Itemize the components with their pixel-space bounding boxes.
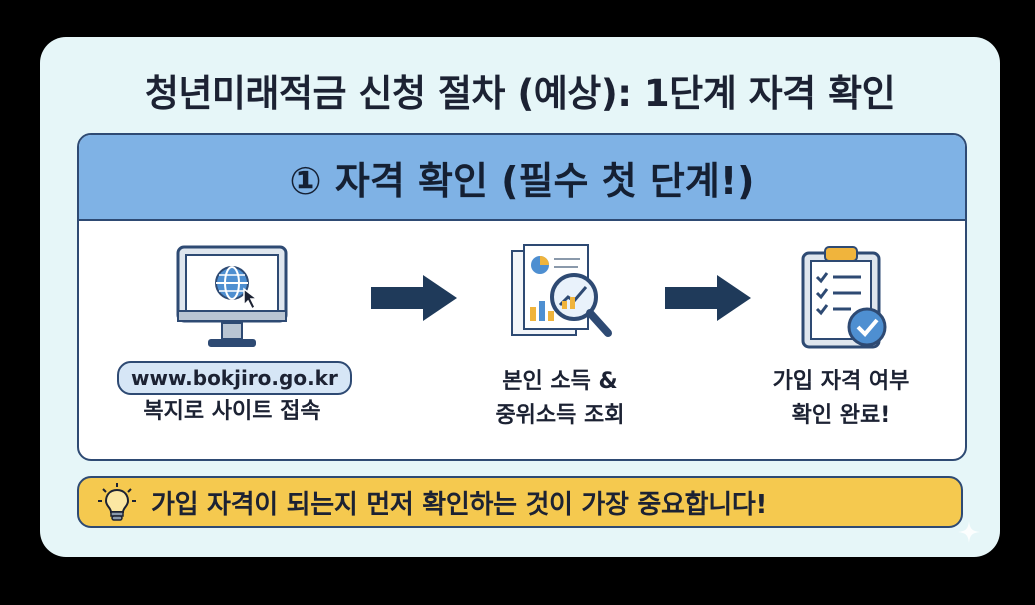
- section-header: ① 자격 확인 (필수 첫 단계!): [79, 135, 965, 221]
- arrow-right-icon: [665, 275, 751, 321]
- step-eligibility-confirmed: 가입 자격 여부 확인 완료!: [741, 243, 941, 433]
- step-caption: 확인 완료!: [791, 403, 891, 428]
- clipboard-check-icon: [801, 246, 887, 349]
- step-income-check: 본인 소득 & 중위소득 조회: [445, 243, 675, 433]
- step-caption: 중위소득 조회: [495, 403, 625, 428]
- tip-banner: 가입 자격이 되는지 먼저 확인하는 것이 가장 중요합니다!: [77, 476, 963, 528]
- tip-text: 가입 자격이 되는지 먼저 확인하는 것이 가장 중요합니다!: [151, 489, 768, 520]
- step-caption: 본인 소득 &: [502, 369, 618, 394]
- website-url: www.bokjiro.go.kr: [117, 361, 352, 395]
- infographic-card: 청년미래적금 신청 절차 (예상): 1단계 자격 확인 ① 자격 확인 (필수…: [40, 37, 1000, 557]
- arrow-right-icon: [371, 275, 457, 321]
- step-caption: 복지로 사이트 접속: [143, 399, 321, 424]
- background-shade: [0, 40, 30, 50]
- step-website: www.bokjiro.go.kr 복지로 사이트 접속: [117, 243, 352, 429]
- sparkle-icon: [958, 521, 980, 543]
- computer-globe-icon: [176, 245, 288, 347]
- documents-magnifier-icon: [511, 244, 612, 337]
- page-title: 청년미래적금 신청 절차 (예상): 1단계 자격 확인: [144, 72, 896, 115]
- step-panel: ① 자격 확인 (필수 첫 단계!) www.bokjiro.go.kr 복지로…: [77, 133, 967, 461]
- step-caption: 가입 자격 여부: [772, 369, 910, 394]
- lightbulb-icon: [98, 483, 136, 521]
